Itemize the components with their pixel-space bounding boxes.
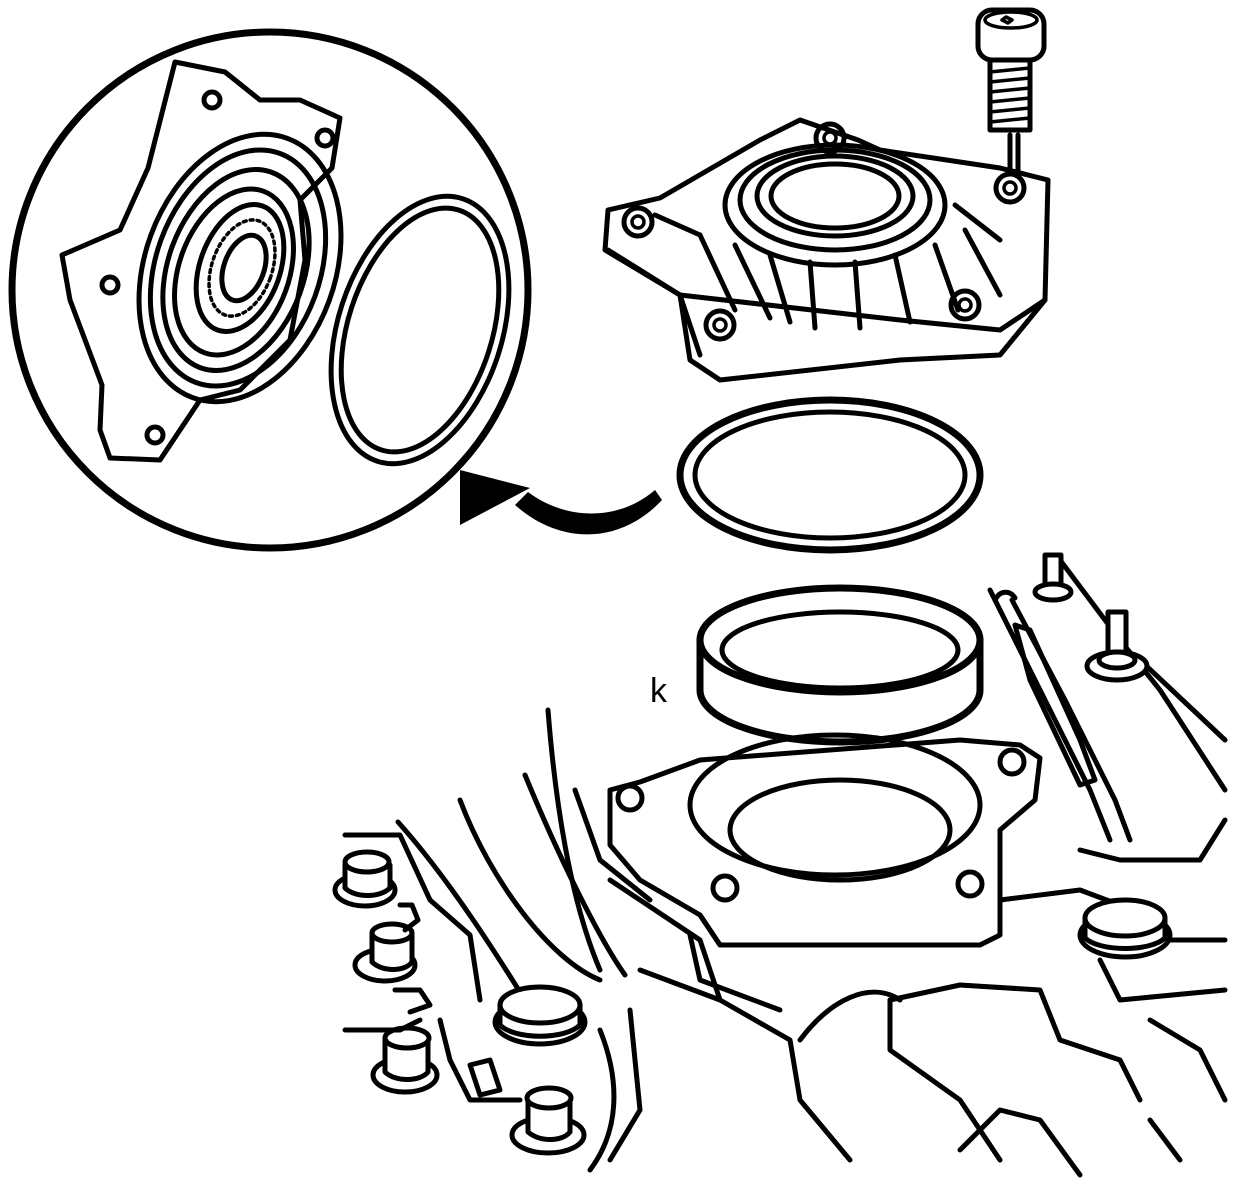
bearing-sleeve-ring (696, 584, 984, 746)
bearing-housing-cover (602, 117, 1051, 383)
bolt-threads (988, 66, 1032, 124)
mounting-bolt (975, 7, 1047, 183)
hex-nut (509, 1085, 587, 1156)
detail-view-circle (8, 28, 532, 552)
hex-nut (1077, 897, 1173, 960)
hex-nut (492, 984, 588, 1047)
casting-bracket (342, 902, 523, 1103)
hex-nut (332, 849, 398, 909)
transmission-case (342, 557, 1228, 1178)
detail-o-ring-seal (328, 193, 512, 467)
hex-nut (370, 1025, 440, 1095)
detail-bearing-housing (59, 59, 344, 463)
stud-bolt (1032, 552, 1074, 603)
hex-nut (352, 921, 418, 984)
o-ring-seal (676, 396, 984, 554)
direction-arrow (460, 470, 662, 535)
stud-bolt (1084, 609, 1150, 683)
callout-label: k (650, 672, 668, 710)
